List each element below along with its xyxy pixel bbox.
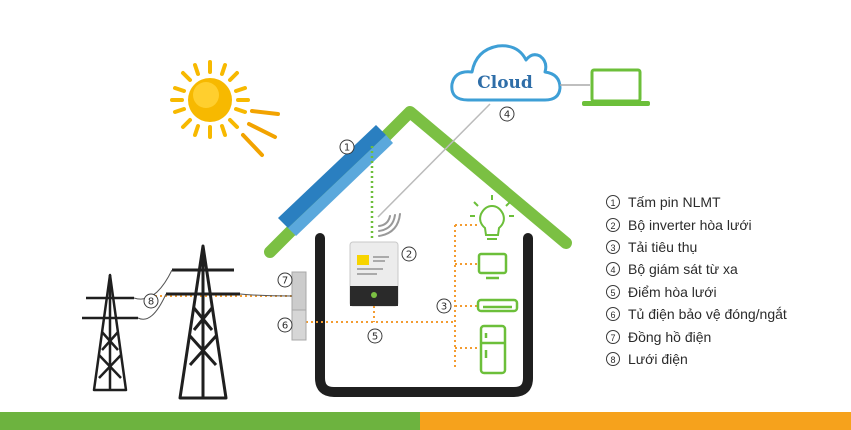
power-tower-icon — [82, 273, 138, 392]
solar-panel — [278, 125, 393, 236]
light-bulb-icon — [470, 195, 514, 240]
air-conditioner-icon — [476, 298, 519, 313]
callout-grid-point: 5 — [367, 328, 383, 344]
callout-grid-label: 8 — [148, 297, 154, 308]
cloud-icon — [450, 44, 562, 102]
legend-label: Đồng hồ điện — [628, 328, 712, 345]
legend-item: 8 Lưới điện — [606, 348, 846, 370]
legend-label: Lưới điện — [628, 350, 688, 367]
callout-grid-point-label: 5 — [372, 332, 378, 343]
legend-number: 4 — [606, 262, 620, 277]
legend-item: 1 Tấm pin NLMT — [606, 191, 846, 213]
refrigerator-icon — [479, 324, 507, 375]
legend-item: 5 Điểm hòa lưới — [606, 281, 846, 303]
legend-number: 3 — [606, 239, 620, 254]
legend-label: Tải tiêu thụ — [628, 238, 698, 255]
inverter-device — [349, 241, 399, 307]
legend-label: Tấm pin NLMT — [628, 194, 721, 211]
legend-item: 3 Tải tiêu thụ — [606, 236, 846, 258]
laptop-icon — [582, 68, 650, 106]
callout-meter: 7 — [277, 272, 293, 288]
tv-icon — [477, 252, 508, 280]
legend: 1 Tấm pin NLMT 2 Bộ inverter hòa lưới 3 Tải t… — [606, 191, 846, 370]
power-tower-icon — [166, 244, 240, 400]
legend-number: 6 — [606, 307, 620, 322]
legend-item: 2 Bộ inverter hòa lưới — [606, 213, 846, 235]
legend-number: 1 — [606, 195, 620, 210]
meter-box — [291, 271, 307, 311]
ac-wiring — [155, 224, 478, 368]
callout-protection-cabinet-label: 6 — [282, 321, 288, 332]
callout-monitoring-label: 4 — [504, 110, 510, 121]
legend-number: 5 — [606, 284, 620, 299]
legend-number: 8 — [606, 351, 620, 366]
protection-cabinet — [291, 309, 307, 341]
legend-label: Điểm hòa lưới — [628, 283, 717, 300]
legend-number: 2 — [606, 217, 620, 232]
callout-meter-label: 7 — [282, 276, 288, 287]
legend-item: 7 Đồng hồ điện — [606, 325, 846, 347]
legend-label: Bộ giám sát từ xa — [628, 261, 738, 278]
monitoring-link — [377, 103, 491, 218]
sun-icon — [170, 60, 280, 157]
legend-number: 7 — [606, 329, 620, 344]
footer-bar-orange — [420, 412, 851, 430]
callout-inverter-label: 2 — [406, 250, 412, 261]
callout-loads: 3 — [436, 298, 452, 314]
callout-solar-panel: 1 — [339, 139, 355, 155]
legend-item: 6 Tủ điện bảo vệ đóng/ngắt — [606, 303, 846, 325]
legend-label: Tủ điện bảo vệ đóng/ngắt — [628, 306, 787, 323]
callout-solar-panel-label: 1 — [344, 143, 350, 154]
callout-protection-cabinet: 6 — [277, 317, 293, 333]
house-wall — [315, 233, 533, 397]
callout-grid: 8 — [143, 293, 159, 309]
legend-label: Bộ inverter hòa lưới — [628, 216, 752, 233]
house-roof — [264, 106, 572, 258]
footer-bar-green — [0, 412, 420, 430]
legend-item: 4 Bộ giám sát từ xa — [606, 258, 846, 280]
cloud-label: Cloud — [477, 73, 533, 93]
callout-inverter: 2 — [401, 246, 417, 262]
callout-loads-label: 3 — [441, 302, 447, 313]
wifi-icon — [378, 213, 401, 237]
callout-monitoring: 4 — [499, 106, 515, 122]
